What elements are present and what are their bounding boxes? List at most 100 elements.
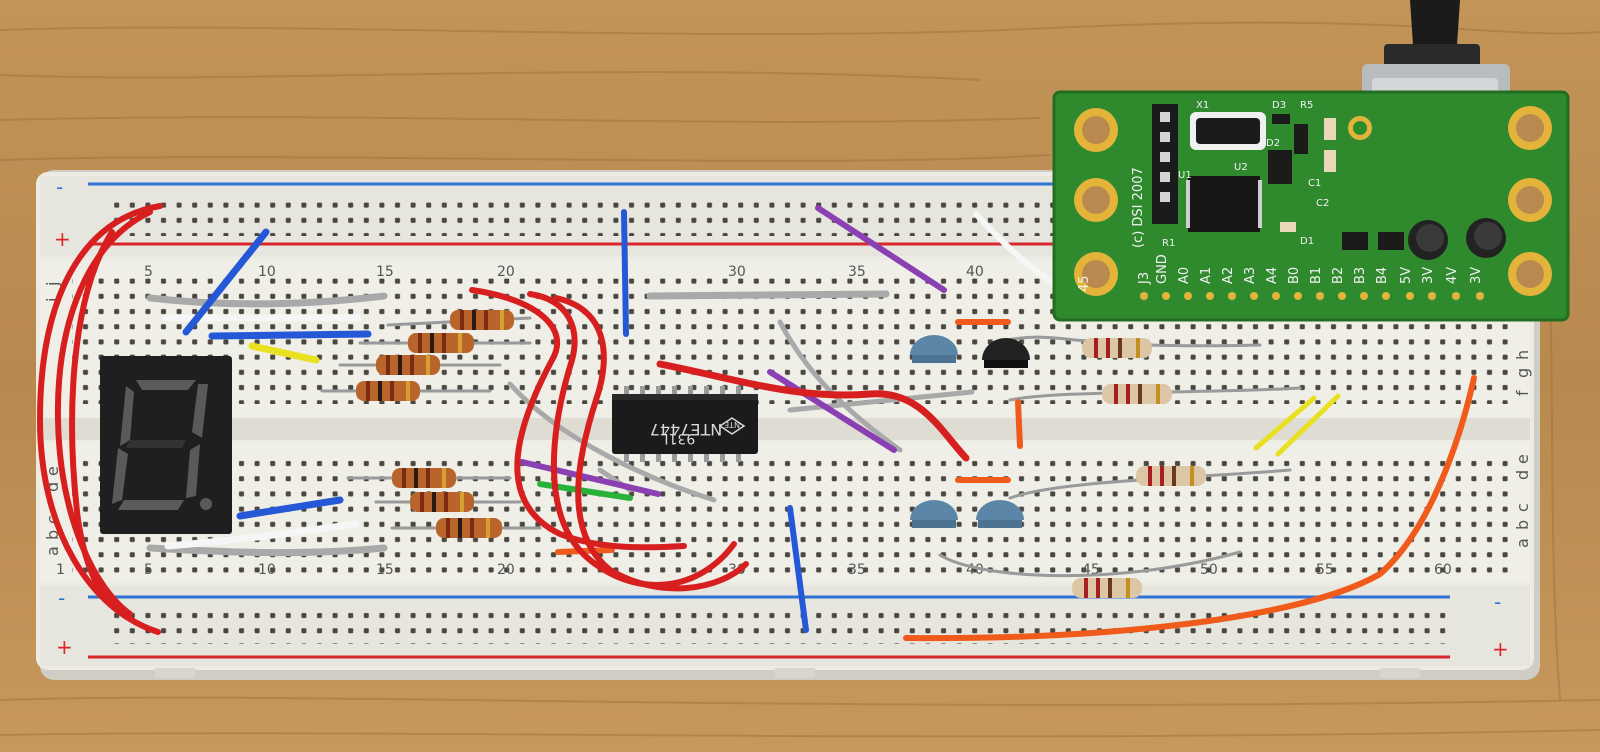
column-number: 50 (1200, 562, 1218, 578)
silk-label: X1 (1196, 100, 1209, 111)
pin-label: A1 (1199, 267, 1214, 284)
resistor (1006, 335, 1262, 358)
ic-logo: NTE (718, 417, 746, 435)
pin-label: 3V (1469, 267, 1484, 284)
display-segments (112, 380, 212, 510)
column-number: 60 (1434, 562, 1452, 578)
column-number: 30 (728, 264, 746, 280)
wood-grain (0, 21, 1600, 738)
column-number: 10 (258, 264, 276, 280)
pin-label: B4 (1375, 267, 1390, 284)
pin-label: A2 (1221, 267, 1236, 284)
ic-part-number: NTE7447 (650, 420, 723, 439)
header-pins (1152, 104, 1178, 224)
wire-yellow (248, 342, 320, 364)
pin-label: A4 (1265, 267, 1280, 284)
row-letter: i (43, 298, 62, 302)
column-number: 5 (144, 264, 153, 280)
smd-parts (1268, 114, 1404, 250)
resistor (1008, 466, 1292, 500)
resistor (346, 468, 512, 488)
silk-label: R5 (1300, 100, 1313, 111)
wire-orange (1015, 399, 1023, 449)
column-number: 40 (966, 264, 984, 280)
center-channel (40, 418, 1530, 440)
wire-gray (146, 292, 388, 308)
row-letter: c (1513, 503, 1532, 512)
pin-label: B1 (1309, 267, 1324, 284)
row-letter: b (1513, 520, 1532, 530)
wire-red (656, 360, 970, 462)
pin-label: B0 (1287, 267, 1302, 284)
transistor (910, 500, 958, 528)
resistor (374, 492, 522, 512)
pcb-pin-labels: J3 GND A0 A1 A2 A3 A4 B0 B1 B2 B3 B4 5V … (1137, 254, 1484, 285)
silk-label: C2 (1316, 198, 1329, 209)
pin-label: A0 (1177, 267, 1192, 284)
usb-pcb-module: (c) DSI 2007 X1 D3 R5 D2 C1 D1 R1 C2 U2 … (1052, 90, 1570, 322)
row-letter: e (1513, 454, 1532, 464)
wire-purple (767, 369, 897, 453)
seven-segment-display (100, 356, 232, 534)
pin-label: 4V (1445, 267, 1460, 284)
wire-blue (182, 228, 270, 336)
column-number: 20 (497, 264, 515, 280)
column-number: 55 (1316, 562, 1334, 578)
rail-minus-label: - (56, 175, 63, 199)
row-letter: e (43, 466, 62, 476)
wire-red (527, 291, 737, 588)
rail-plus-label: + (54, 227, 71, 251)
pin-label: GND (1155, 254, 1170, 284)
silk-label: U1 (1178, 170, 1192, 181)
transistor (982, 338, 1030, 368)
silk-label: C1 (1308, 178, 1321, 189)
wire-blue (787, 505, 809, 633)
row-letter: f (1513, 390, 1532, 396)
rail-minus-label: - (1494, 590, 1501, 614)
resistor (358, 333, 532, 353)
pin-label: B2 (1331, 267, 1346, 284)
silk-label: U2 (1234, 162, 1248, 173)
rail-plus-label: + (56, 635, 73, 659)
wire-gray (146, 544, 388, 557)
transistor (976, 500, 1024, 528)
wires (36, 203, 1477, 642)
pin-label: J3 (1137, 272, 1152, 285)
resistors (320, 310, 1302, 598)
row-letter: g (1513, 368, 1532, 378)
silk-label: D2 (1266, 138, 1280, 149)
column-number: 35 (848, 264, 866, 280)
resistor (320, 381, 492, 401)
wire-purple (519, 459, 661, 497)
pcb-copyright: (c) DSI 2007 (1131, 167, 1146, 248)
transistor (910, 335, 958, 363)
transistors (910, 335, 1030, 528)
column-number: 20 (497, 562, 515, 578)
pin-label: 5V (1399, 267, 1414, 284)
row-letter: j (43, 282, 62, 287)
column-number: 10 (258, 562, 276, 578)
resistor (938, 550, 1242, 598)
usb-controller-chip (1186, 176, 1262, 232)
row-letter: d (43, 482, 62, 492)
row-letter: d (1513, 470, 1532, 480)
row-letter: a (1513, 538, 1532, 548)
column-numbers-top: 5 10 15 20 30 35 40 (144, 264, 984, 280)
resistor (386, 310, 532, 330)
silk-label: R1 (1162, 238, 1175, 249)
row-letter: a (43, 546, 62, 556)
wire-orange (903, 375, 1477, 642)
silk-label: D1 (1300, 236, 1314, 247)
column-number: 15 (376, 562, 394, 578)
ic-date-code: 931L (661, 430, 696, 446)
column-number: 15 (376, 264, 394, 280)
column-number: 45 (1077, 275, 1092, 292)
pin-label: 3V (1421, 267, 1436, 284)
row-letter: h (1513, 350, 1532, 360)
wire-gray (777, 319, 903, 453)
pin-label: A3 (1243, 267, 1258, 284)
wire-orange (555, 547, 615, 555)
wire-blue (208, 330, 372, 340)
pin-label: B3 (1353, 267, 1368, 284)
